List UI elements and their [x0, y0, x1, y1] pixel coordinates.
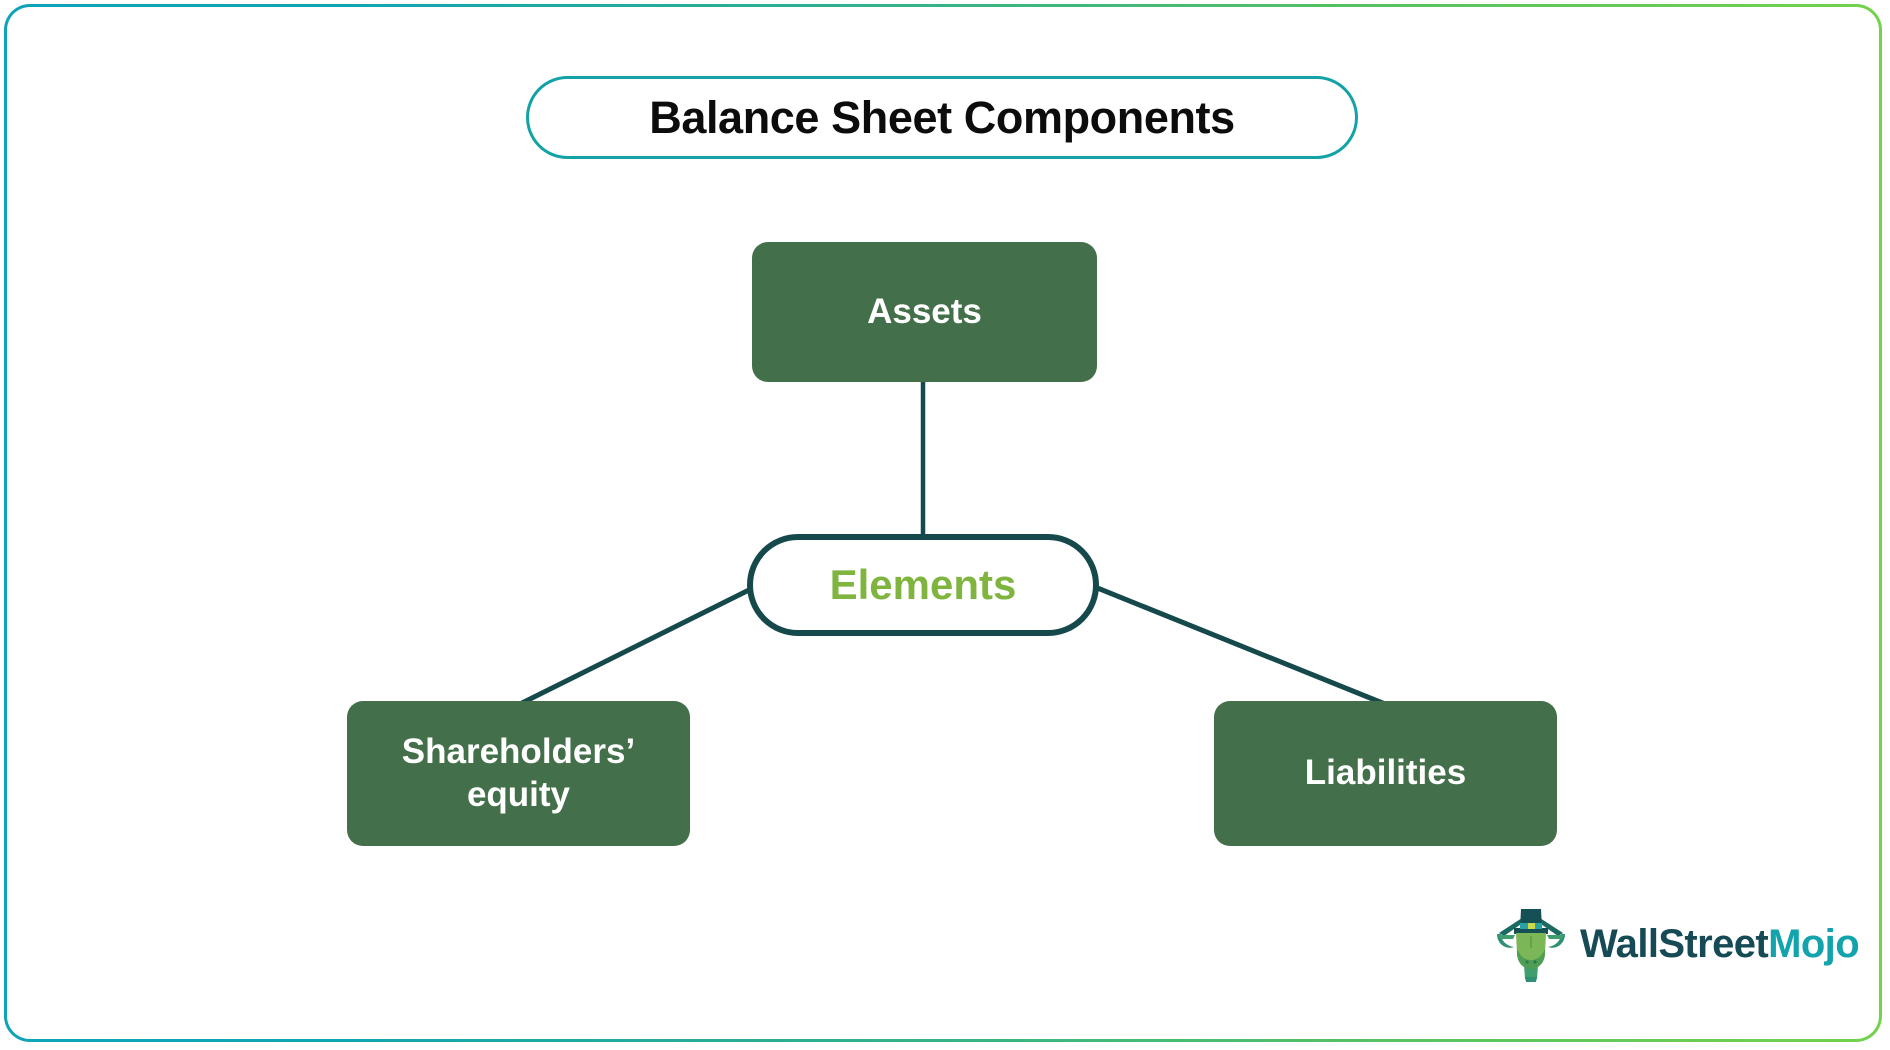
node-shareholders-equity[interactable]: Shareholders’ equity [347, 701, 690, 846]
node-shareholders-equity-label: Shareholders’ equity [401, 731, 636, 814]
logo-wordmark: WallStreetMojo [1580, 921, 1860, 967]
logo-word-primary: WallStreet [1580, 921, 1769, 966]
node-liabilities-label: Liabilities [1304, 753, 1467, 793]
logo-word-accent: Mojo [1768, 921, 1860, 966]
node-elements-label: Elements [829, 561, 1017, 608]
wallstreetmojo-bull-icon [1497, 909, 1565, 982]
node-assets[interactable]: Assets [752, 242, 1097, 382]
gradient-frame: Balance Sheet Components Assets Sharehol… [4, 4, 1882, 1042]
diagram-canvas: Balance Sheet Components Assets Sharehol… [7, 7, 1879, 1039]
node-elements[interactable]: Elements [747, 534, 1099, 636]
node-liabilities[interactable]: Liabilities [1214, 701, 1557, 846]
edge-elements-liabilities [1087, 582, 1388, 707]
page-title: Balance Sheet Components [526, 76, 1358, 159]
connector-lines [517, 382, 1388, 707]
page-title-text: Balance Sheet Components [649, 91, 1235, 143]
edge-elements-equity [517, 582, 762, 707]
wallstreetmojo-logo[interactable]: WallStreetMojo [1495, 905, 1860, 983]
node-assets-label: Assets [867, 291, 982, 331]
